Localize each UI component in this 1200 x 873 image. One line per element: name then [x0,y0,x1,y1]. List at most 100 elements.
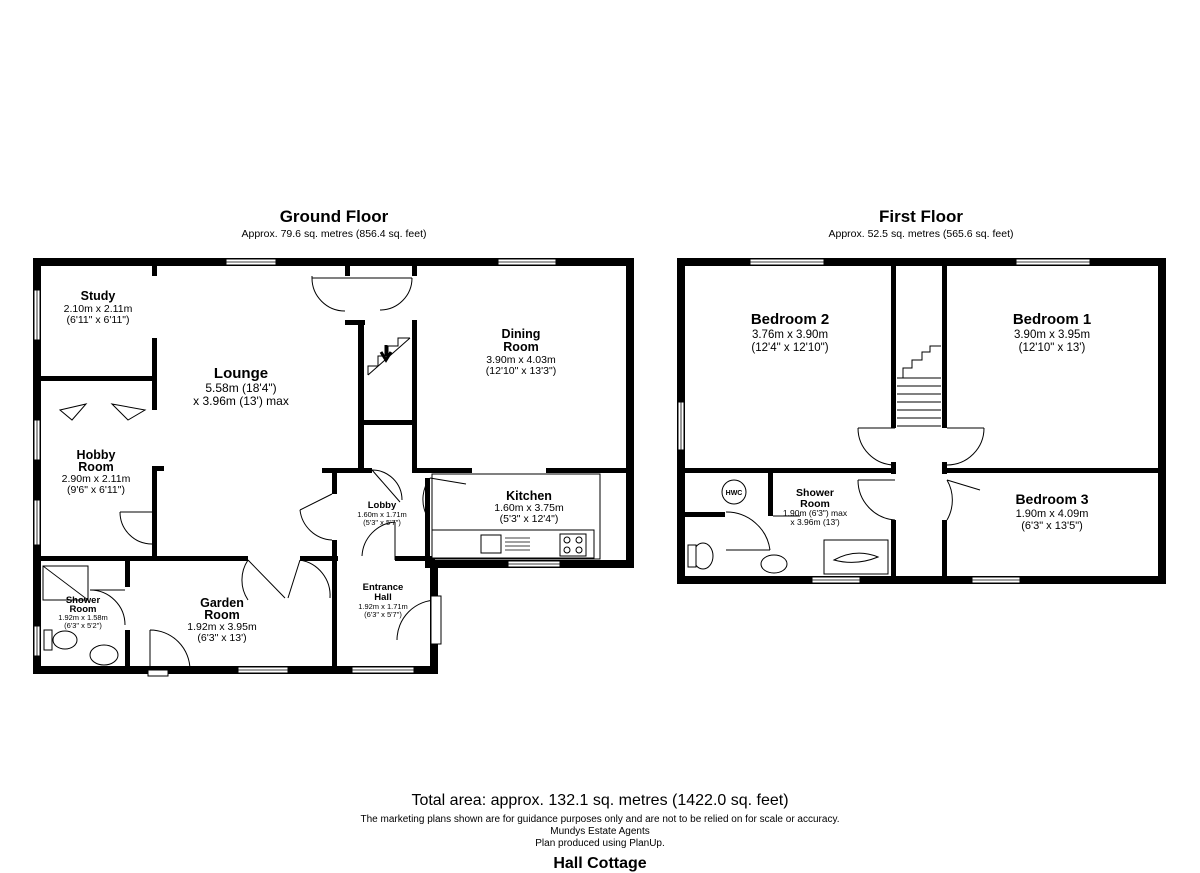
door-arc [299,493,333,541]
bedroom3-label: Bedroom 3 [1015,491,1088,507]
study-hobby-wall [33,376,153,381]
ground-shower-label: Shower [66,595,101,606]
window [811,576,861,584]
first-floor-area: Approx. 52.5 sq. metres (565.6 sq. feet) [828,228,1013,240]
bedroom1-bottom-wall [942,468,1162,473]
door-arc [946,479,981,521]
door-arc [287,559,331,599]
door-arc [241,559,286,601]
stairs [897,345,941,427]
window [1015,258,1091,266]
garden-dim: 1.92m x 3.95m [187,621,257,633]
hall-wall-stub [345,266,350,276]
toilet-cistern [687,544,697,568]
study-dim: 2.10m x 2.11m [64,303,133,315]
ground-shower-dim: 1.92m x 1.58m [58,613,108,622]
lounge-label: Lounge [214,365,268,382]
lounge-dim-2: x 3.96m (13') max [193,394,289,408]
wash-basin [89,644,119,666]
hwc-cupboard-wall [768,472,773,516]
hwc-label: HWC [726,490,743,497]
window [33,625,41,657]
window [677,401,685,451]
bedroom2-dim: 3.76m x 3.90m [752,329,828,341]
toilet [52,630,78,650]
hobby-label: Hobby [77,448,116,462]
door-arc [857,427,896,466]
door-arc [379,277,413,311]
lobby-dim-imperial: (5'3" x 5'7") [363,518,401,527]
dining-dim: 3.90m x 4.03m [486,354,556,366]
landing-wall-stub [942,462,947,474]
bedroom1-dim-imperial: (12'10" x 13') [1019,342,1086,354]
door-arc [946,427,985,466]
entrance-dim-imperial: (6'3" x 5'7") [364,610,402,619]
door-arc [311,277,346,312]
shower-right-wall-lower [125,630,130,670]
window [33,289,41,341]
entrance-dim: 1.92m x 1.71m [358,602,408,611]
first-shower-dim-2: x 3.96m (13') [790,517,840,527]
bedroom1-left-wall [942,266,947,428]
study-right-wall [152,338,157,384]
hob [559,533,587,557]
hobby-label-2: Room [78,460,113,474]
wash-basin [760,554,788,574]
ground-shower-dim-imperial: (6'3" x 5'2") [64,621,102,630]
bath-basin [832,552,880,563]
first-right-wall [1158,258,1166,584]
agent-name: Mundys Estate Agents [550,826,650,837]
dining-label: Dining [502,327,541,341]
door-arc [371,469,403,503]
ground-bottom-wall [33,666,438,674]
lobby-dim: 1.60m x 1.71m [357,510,407,519]
hobby-bottom-wall [33,556,248,561]
window [507,560,561,568]
kitchen-dim: 1.60m x 3.75m [494,502,564,514]
lobby-label: Lobby [368,500,397,511]
lobby-left-wall-lower [332,540,337,670]
bedroom2-bottom-wall [677,468,895,473]
entrance-label-2: Hall [374,592,391,603]
shower-right-wall-first [891,520,896,580]
ground-floor-title: Ground Floor [280,207,389,226]
bedroom1-dim: 3.90m x 3.95m [1014,329,1090,341]
bedroom3-dim-imperial: (6'3" x 13'5") [1021,520,1083,532]
door-line [311,276,380,279]
door-arc [89,589,126,626]
stair-top-wall [345,320,365,325]
entrance-label: Entrance [363,582,404,593]
door-arc [119,511,153,545]
door-arc [361,521,396,560]
door-arc [422,477,467,515]
bedroom1-label: Bedroom 1 [1013,311,1091,328]
plan-credit: Plan produced using PlanUp. [535,838,665,849]
window [33,419,41,461]
door-threshold [147,669,169,677]
kitchen-top-wall [546,468,628,473]
ground-right-wall [626,258,634,568]
first-shower-label-2: Room [800,498,830,510]
dining-left-wall [412,320,417,470]
window [351,666,415,674]
lobby-top-wall-right [412,468,472,473]
window [497,258,557,266]
garden-top-wall-right [300,556,338,561]
bedroom3-left-wall [942,520,947,580]
hobby-dim: 2.90m x 2.11m [62,473,131,485]
hall-wall-stub-right [412,266,417,276]
ground-floor-area: Approx. 79.6 sq. metres (856.4 sq. feet) [241,228,426,240]
window [749,258,825,266]
cupboard-door [110,403,147,421]
kitchen-dim-imperial: (5'3" x 12'4") [500,513,559,525]
dining-label-2: Room [503,340,538,354]
first-bottom-wall [677,576,1166,584]
bedroom2-right-wall [891,266,896,428]
first-shower-label: Shower [796,487,834,499]
property-name: Hall Cottage [553,855,646,872]
first-floor-plan [677,258,1166,584]
ground-top-wall [33,258,634,266]
window [33,499,41,546]
stair-left-wall [358,320,364,470]
hobby-right-wall-lower [152,466,157,556]
